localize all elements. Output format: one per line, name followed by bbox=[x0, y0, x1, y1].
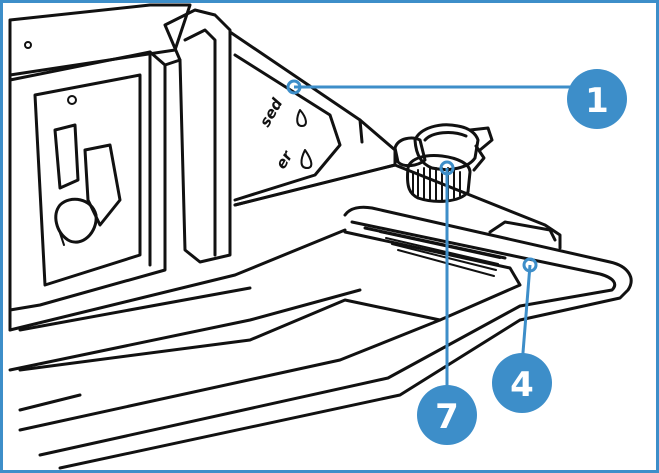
side-panel bbox=[228, 30, 397, 207]
callout-1-label: 1 bbox=[585, 81, 609, 121]
decal-text-line2: er bbox=[272, 146, 297, 172]
callout-7-badge bbox=[417, 385, 477, 445]
callout-7-anchor bbox=[439, 160, 455, 176]
decal-text-line1: sed bbox=[256, 95, 287, 130]
callout-4-badge bbox=[492, 353, 552, 413]
base-deck bbox=[8, 163, 562, 372]
callout-1-anchor bbox=[286, 79, 302, 95]
housing-body bbox=[8, 3, 192, 332]
callout-4-label: 4 bbox=[510, 365, 534, 405]
drip-tray bbox=[18, 205, 633, 470]
callout-4-anchor bbox=[522, 257, 538, 273]
knob-assembly bbox=[393, 123, 494, 203]
callout-1-badge bbox=[567, 69, 627, 129]
vertical-post bbox=[163, 8, 232, 264]
callout-7-label: 7 bbox=[435, 397, 459, 437]
callout-4-leader bbox=[520, 264, 532, 366]
